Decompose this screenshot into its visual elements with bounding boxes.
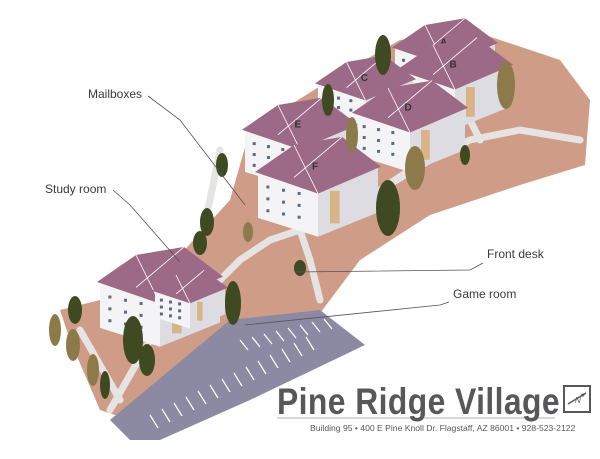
tree-icon	[460, 145, 470, 165]
callout-study-room: Study room	[45, 182, 107, 196]
parking-lot	[110, 310, 365, 440]
callout-game-room: Game room	[453, 287, 517, 301]
building-d: D	[352, 80, 468, 173]
north-arrow-icon: N	[563, 385, 591, 413]
tree-icon	[87, 354, 99, 386]
tree-icon	[322, 84, 334, 116]
address-line: Building 95 • 400 E Pine Knoll Dr. Flags…	[310, 423, 576, 433]
tree-icon	[100, 371, 110, 399]
tree-icon	[294, 260, 306, 276]
tree-icon	[68, 296, 82, 324]
callout-mailboxes: Mailboxes	[88, 87, 143, 101]
tree-icon	[200, 208, 214, 236]
building-f: F	[255, 136, 381, 237]
tree-icon	[405, 146, 425, 190]
tree-icon	[139, 344, 155, 376]
building-clubhouse	[152, 269, 228, 329]
building-label: F	[312, 161, 318, 172]
building-label: E	[295, 119, 302, 130]
map-title: Pine Ridge Village	[277, 381, 561, 422]
tree-icon	[375, 35, 391, 75]
tree-icon	[193, 231, 207, 255]
tree-icon	[123, 316, 143, 364]
callout-front-desk: Front desk	[487, 247, 544, 261]
tree-icon	[346, 117, 358, 153]
building-label: A	[440, 37, 447, 48]
north-label: N	[575, 396, 581, 405]
north-arrow-glyph: N	[567, 392, 587, 405]
tree-icon	[49, 314, 61, 346]
callout-lines	[112, 95, 555, 419]
tree-icon	[497, 61, 515, 109]
building-label: B	[450, 59, 457, 70]
parking-stripes	[149, 315, 345, 429]
tree-icon	[225, 281, 241, 325]
tree-icon	[66, 329, 80, 361]
building-label: C	[361, 73, 368, 84]
residence-buildings: AB C D E F	[97, 17, 513, 347]
tree-icon	[216, 153, 228, 177]
building-label: D	[405, 102, 412, 113]
tree-icon	[376, 180, 400, 236]
tree-icon	[243, 222, 253, 242]
